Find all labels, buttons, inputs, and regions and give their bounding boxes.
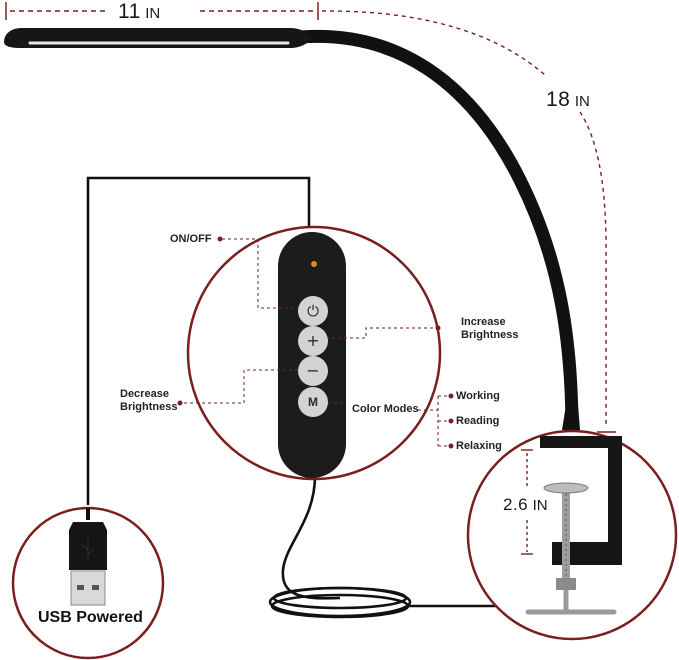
minus-icon: − — [306, 361, 320, 380]
mode-reading-label: Reading — [456, 415, 500, 427]
status-led — [311, 261, 317, 267]
increase-brightness-line-2: Brightness — [461, 329, 519, 341]
mode-working-label: Working — [456, 390, 500, 402]
decrease-brightness-button: − — [298, 356, 328, 386]
clamp-dimension-label: 2.6 IN — [503, 495, 548, 515]
on-off-label: ON/OFF — [170, 233, 212, 245]
clamp-value: 2.6 — [503, 495, 529, 514]
desk-clamp — [525, 436, 622, 615]
dimension-guides — [5, 2, 616, 433]
mode-icon: M — [308, 395, 318, 409]
decrease-brightness-label: Decrease Brightness — [120, 388, 177, 414]
width-value: 11 — [118, 0, 141, 23]
clamp-zoom-circle — [466, 429, 678, 641]
power-cable — [86, 176, 545, 619]
mode-relaxing-label: Relaxing — [456, 440, 502, 452]
increase-brightness-button: + — [298, 326, 328, 356]
plus-icon: + — [306, 331, 320, 350]
increase-brightness-line-1: Increase — [461, 316, 506, 328]
usb-plug — [69, 508, 107, 606]
callout-lines — [181, 238, 450, 447]
clamp-unit: IN — [532, 497, 548, 514]
decrease-brightness-line-1: Decrease — [120, 388, 169, 400]
usb-powered-label: USB Powered — [38, 609, 143, 626]
increase-brightness-label: Increase Brightness — [461, 316, 518, 342]
decrease-brightness-line-2: Brightness — [120, 401, 178, 413]
power-icon: ⏻ — [307, 301, 319, 320]
power-button: ⏻ — [298, 296, 328, 326]
color-modes-label: Color Modes — [352, 403, 419, 415]
clamp-dimension-guide — [521, 449, 533, 555]
width-dimension-label: 11 IN — [118, 0, 160, 24]
height-unit: IN — [574, 93, 590, 110]
lamp-body — [4, 28, 580, 439]
width-unit: IN — [145, 5, 161, 22]
usb-logo-icon — [81, 538, 95, 560]
color-mode-button: M — [298, 387, 328, 417]
height-value: 18 — [546, 88, 571, 111]
height-dimension-label: 18 IN — [546, 88, 590, 112]
